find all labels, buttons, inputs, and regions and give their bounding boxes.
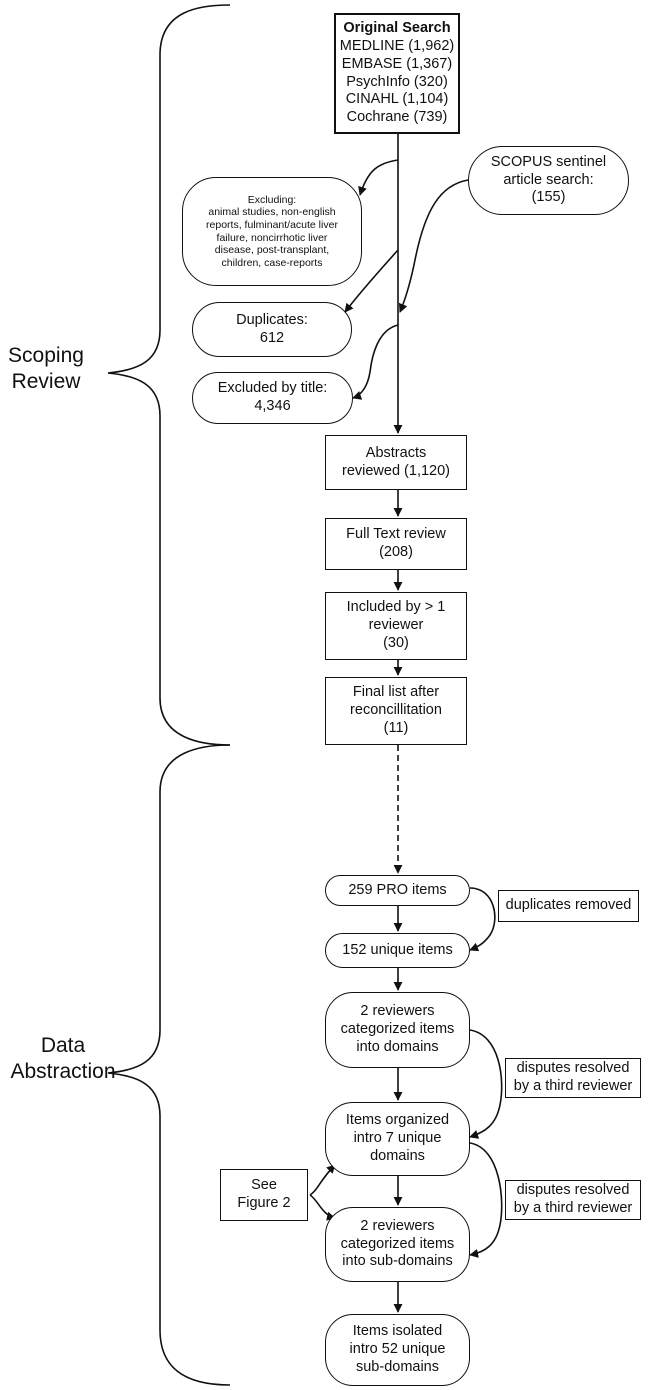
duplicates-box: Duplicates: 612: [192, 302, 352, 357]
node-text: failure, noncirrhotic liver: [216, 231, 328, 244]
node-text: See: [251, 1177, 277, 1194]
abstracts-reviewed-box: Abstracts reviewed (1,120): [325, 435, 467, 490]
node-text: article search:: [503, 171, 594, 188]
final-list-box: Final list after reconcillitation (11): [325, 677, 467, 745]
pro-items-box: 259 PRO items: [325, 875, 470, 906]
node-text: (208): [379, 544, 413, 560]
node-text: Full Text review: [346, 526, 446, 543]
arrow-via-duplicates-removed: [469, 887, 496, 952]
node-text: by a third reviewer: [513, 1078, 633, 1094]
node-text: (30): [383, 634, 409, 651]
node-text: by a third reviewer: [513, 1200, 633, 1216]
arrow-see-figure-to-organized: [309, 1164, 336, 1196]
node-text: disputes resolved: [516, 1182, 630, 1199]
node-text: 4,346: [254, 398, 291, 414]
arrow-to-excluded-title: [352, 324, 399, 400]
categorized-subdomains-box: 2 reviewers categorized items into sub-d…: [325, 1207, 470, 1282]
section-label-line: Review: [11, 370, 81, 394]
node-text: Abstracts: [365, 444, 427, 461]
arrow-see-figure-to-subdomains: [309, 1194, 336, 1221]
categorized-domains-box: 2 reviewers categorized items into domai…: [325, 992, 470, 1068]
node-text: CINAHL (1,104): [345, 91, 449, 108]
node-text: reports, fulminant/acute liver: [206, 218, 338, 231]
node-text: categorized items: [340, 1235, 455, 1252]
original-search-box: Original Search MEDLINE (1,962) EMBASE (…: [334, 13, 460, 134]
node-text: 152 unique items: [342, 941, 453, 958]
isolated-subdomains-box: Items isolated intro 52 unique sub-domai…: [325, 1314, 470, 1386]
node-text: (11): [383, 719, 409, 736]
unique-items-box: 152 unique items: [325, 933, 470, 968]
node-text: children, case-reports: [221, 256, 323, 269]
node-text: Items isolated: [352, 1323, 443, 1340]
node-text: Original Search: [343, 20, 451, 37]
node-text: Cochrane (739): [346, 108, 448, 125]
node-text: disputes resolved: [516, 1060, 630, 1077]
scopus-search-box: SCOPUS sentinel article search: (155): [468, 146, 629, 215]
node-text: sub-domains: [355, 1358, 439, 1375]
excluded-by-title-box: Excluded by title: 4,346: [192, 372, 353, 424]
node-text: 612: [259, 329, 285, 346]
section-label-line: Data: [40, 1034, 86, 1057]
node-text: duplicates removed: [505, 897, 632, 914]
node-text: Items organized: [345, 1112, 450, 1129]
node-text: 2 reviewers: [360, 1217, 435, 1234]
see-figure-2-box: See Figure 2: [220, 1169, 308, 1221]
node-text: (155): [531, 189, 566, 206]
node-text: SCOPUS sentinel: [490, 153, 607, 170]
scoping-review-brace: [107, 4, 231, 746]
node-text: Included by > 1: [346, 599, 446, 616]
arrow-disputes-1: [469, 1029, 503, 1139]
node-text: into domains: [356, 1038, 439, 1055]
node-text: domains: [370, 1147, 425, 1164]
disputes-resolved-box-1: disputes resolved by a third reviewer: [505, 1058, 641, 1098]
node-text: categorized items: [340, 1021, 455, 1038]
section-label-scoping-review: Scoping Review: [0, 343, 92, 396]
node-text: disease, post-transplant,: [214, 244, 330, 257]
arrow-to-excluding: [358, 159, 399, 196]
node-text: PsychInfo (320): [346, 73, 448, 90]
node-text: Excluding:: [247, 193, 297, 206]
node-text: Excluded by title:: [217, 380, 328, 397]
node-text: into sub-domains: [342, 1253, 453, 1270]
node-text: reviewed (1,120): [342, 462, 450, 479]
node-text: Final list after: [352, 684, 440, 701]
section-label-line: Abstraction: [10, 1060, 116, 1084]
node-text: 259 PRO items: [348, 881, 447, 898]
organized-domains-box: Items organized intro 7 unique domains: [325, 1102, 470, 1176]
node-text: reviewer: [368, 617, 424, 634]
data-abstraction-brace: [107, 744, 231, 1386]
node-text: intro 7 unique: [353, 1130, 442, 1147]
duplicates-removed-box: duplicates removed: [498, 890, 639, 922]
node-text: Duplicates:: [236, 311, 308, 328]
included-by-reviewer-box: Included by > 1 reviewer (30): [325, 592, 467, 660]
node-text: EMBASE (1,367): [341, 55, 453, 72]
excluding-criteria-box: Excluding: animal studies, non-english r…: [182, 177, 362, 286]
arrow-to-duplicates: [344, 249, 399, 313]
section-label-data-abstraction: Data Abstraction: [0, 1033, 126, 1086]
full-text-review-box: Full Text review (208): [325, 518, 467, 570]
node-text: Figure 2: [237, 1195, 291, 1211]
node-text: intro 52 unique: [349, 1341, 446, 1358]
node-text: animal studies, non-english: [208, 206, 336, 219]
section-label-line: Scoping: [8, 344, 84, 367]
node-text: reconcillitation: [350, 702, 442, 719]
node-text: 2 reviewers: [360, 1003, 435, 1020]
node-text: MEDLINE (1,962): [339, 38, 455, 55]
disputes-resolved-box-2: disputes resolved by a third reviewer: [505, 1180, 641, 1220]
arrow-from-scopus: [398, 179, 469, 313]
arrow-disputes-2: [469, 1142, 503, 1258]
